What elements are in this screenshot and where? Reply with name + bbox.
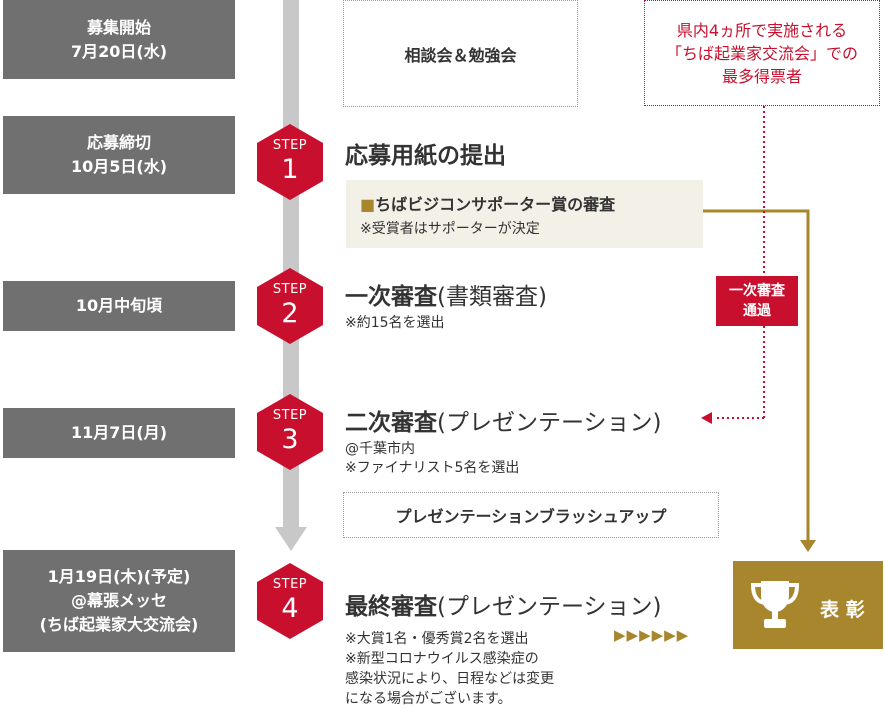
- step-number: 2: [281, 298, 299, 329]
- date-box-line: 10月中旬頃: [75, 296, 163, 315]
- date-box-recruit-start: 募集開始 7月20日(水): [3, 0, 235, 79]
- gold-arrow-head: [800, 540, 816, 552]
- step-word: STEP: [272, 408, 308, 423]
- step-number: 3: [281, 424, 299, 455]
- brushup-box: プレゼンテーションブラッシュアップ: [343, 492, 719, 538]
- step-word: STEP: [272, 282, 308, 297]
- exchange-line: 県内4ヵ所で実施される: [676, 20, 848, 40]
- step-1-badge: STEP 1: [257, 124, 323, 200]
- step-4-badge: STEP 4: [257, 563, 323, 639]
- date-box-final-review: 1月19日(木)(予定) @幕張メッセ (ちば起業家大交流会): [3, 550, 235, 652]
- trophy-icon: [750, 581, 800, 628]
- note-line: になる場合がございます。: [345, 691, 512, 707]
- date-box-line: 募集開始: [86, 17, 151, 37]
- supporter-award-note: ※受賞者はサポーターが決定: [360, 221, 540, 237]
- step-2-title: 一次審査(書類審査): [345, 277, 547, 311]
- date-box-line: (ちば起業家大交流会): [39, 615, 199, 634]
- passed-tag-line: 通過: [743, 303, 771, 319]
- step-title-main: 応募用紙の提出: [345, 143, 506, 169]
- step-number: 1: [281, 154, 299, 185]
- exchange-meeting-box: 県内4ヵ所で実施される 「ちば起業家交流会」での 最多得票者: [644, 0, 880, 106]
- brushup-label: プレゼンテーションブラッシュアップ: [395, 507, 667, 526]
- step-3-title: 二次審査(プレゼンテーション): [345, 403, 662, 437]
- date-box-line: 応募締切: [86, 133, 151, 152]
- award-box: 表 彰: [733, 561, 883, 649]
- note-line: @千葉市内: [345, 441, 415, 457]
- step-1-title: 応募用紙の提出: [345, 136, 506, 170]
- date-box-first-review: 10月中旬頃: [3, 281, 235, 331]
- note-line: ※約15名を選出: [345, 315, 445, 331]
- step-4-title: 最終審査(プレゼンテーション): [345, 587, 662, 621]
- consult-box: 相談会＆勉強会: [343, 0, 578, 107]
- exchange-line: 「ちば起業家交流会」での: [665, 43, 858, 63]
- passed-tag-line: 一次審査: [729, 283, 785, 299]
- step-number: 4: [281, 593, 299, 624]
- note-line: ※新型コロナウイルス感染症の: [345, 651, 539, 667]
- red-arrow-head: [701, 412, 712, 424]
- step-word: STEP: [272, 138, 308, 153]
- step-title-paren: (プレゼンテーション): [437, 594, 662, 620]
- note-line: ※ファイナリスト5名を選出: [345, 460, 520, 476]
- supporter-award-title: ■ちばビジコンサポーター賞の審査: [360, 191, 615, 215]
- step-title-paren: (プレゼンテーション): [437, 410, 662, 436]
- date-box-line: @幕張メッセ: [70, 591, 167, 610]
- date-box-deadline: 応募締切 10月5日(水): [3, 116, 235, 194]
- date-box-line: 11月7日(月): [70, 423, 168, 442]
- exchange-line: 最多得票者: [721, 66, 802, 86]
- date-box-line: 1月19日(木)(予定): [47, 567, 191, 586]
- step-3-notes: @千葉市内 ※ファイナリスト5名を選出: [345, 440, 519, 478]
- step-title-main: 最終審査: [345, 594, 437, 620]
- note-line: 感染状況により、日程などは変更: [345, 671, 555, 687]
- supporter-title-text: ちばビジコンサポーター賞の審査: [375, 195, 616, 214]
- timeline-arrow-head: [275, 527, 307, 551]
- date-box-second-review: 11月7日(月): [3, 408, 235, 458]
- supporter-square-icon: ■: [360, 195, 376, 214]
- step-2-notes: ※約15名を選出: [345, 314, 445, 333]
- triangle-arrows: ▶▶▶▶▶▶: [614, 626, 690, 644]
- supporter-award-box: ■ちばビジコンサポーター賞の審査 ※受賞者はサポーターが決定: [346, 180, 703, 248]
- gold-connector-line: [703, 209, 810, 540]
- step-4-notes: ※大賞1名・優秀賞2名を選出 ※新型コロナウイルス感染症の 感染状況により、日程…: [345, 629, 554, 709]
- step-title-main: 二次審査: [345, 410, 437, 436]
- first-review-passed-tag: 一次審査 通過: [716, 276, 798, 326]
- step-title-paren: (書類審査): [437, 284, 547, 310]
- award-label: 表 彰: [820, 599, 865, 621]
- date-box-line: 10月5日(水): [70, 157, 168, 176]
- note-line: ※大賞1名・優秀賞2名を選出: [345, 631, 529, 647]
- step-title-main: 一次審査: [345, 284, 437, 310]
- consult-label: 相談会＆勉強会: [404, 45, 517, 65]
- date-box-line: 7月20日(水): [70, 41, 168, 61]
- step-word: STEP: [272, 577, 308, 592]
